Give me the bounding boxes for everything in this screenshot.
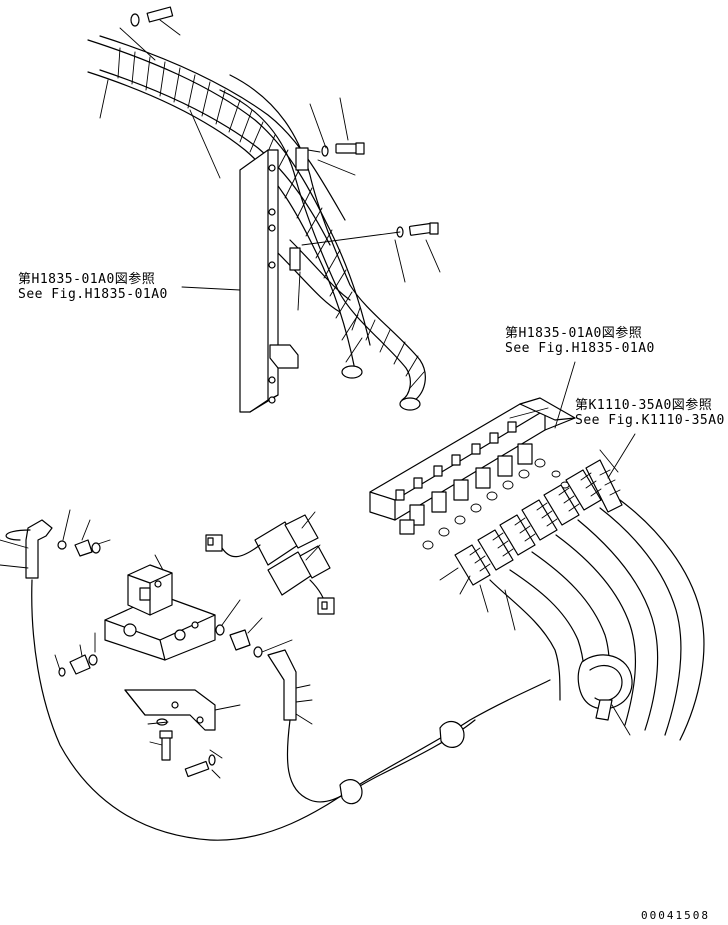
- reference-jp: 第H1835-01A0図参照: [18, 272, 156, 287]
- reference-en: See Fig.K1110-35A0: [575, 413, 725, 428]
- left-fittings: [54, 509, 111, 677]
- elbow-hose-center: [215, 599, 476, 803]
- reference-leader-3: [607, 433, 636, 479]
- reference-leader-2: [554, 361, 576, 429]
- upper-bracket-plate: [239, 147, 321, 413]
- reference-label-h1835-left: 第H1835-01A0図参照 See Fig.H1835-01A0: [18, 272, 168, 302]
- reference-en: See Fig.H1835-01A0: [505, 341, 655, 356]
- hose-clamps: [339, 720, 465, 805]
- reference-jp: 第K1110-35A0図参照: [575, 398, 713, 413]
- upper-wire-harness: [87, 35, 426, 411]
- reference-label-k1110: 第K1110-35A0図参照 See Fig.K1110-35A0: [575, 398, 725, 428]
- upper-right-bolts: [297, 97, 441, 311]
- reference-jp: 第H1835-01A0図参照: [505, 326, 643, 341]
- hose-fittings-right: [439, 449, 705, 741]
- solenoid-connectors: [205, 511, 335, 615]
- reference-label-h1835-right: 第H1835-01A0図参照 See Fig.H1835-01A0: [505, 326, 655, 356]
- reference-leader-1: [181, 286, 241, 291]
- solenoid-valve-assembly: [104, 554, 216, 661]
- top-bolt-washer: [119, 6, 181, 61]
- mounting-bracket: [124, 689, 241, 779]
- reference-en: See Fig.H1835-01A0: [18, 287, 168, 302]
- document-number: 00041508: [641, 909, 710, 922]
- control-valve-rail: [369, 397, 576, 550]
- elbow-hose-left: [0, 519, 551, 841]
